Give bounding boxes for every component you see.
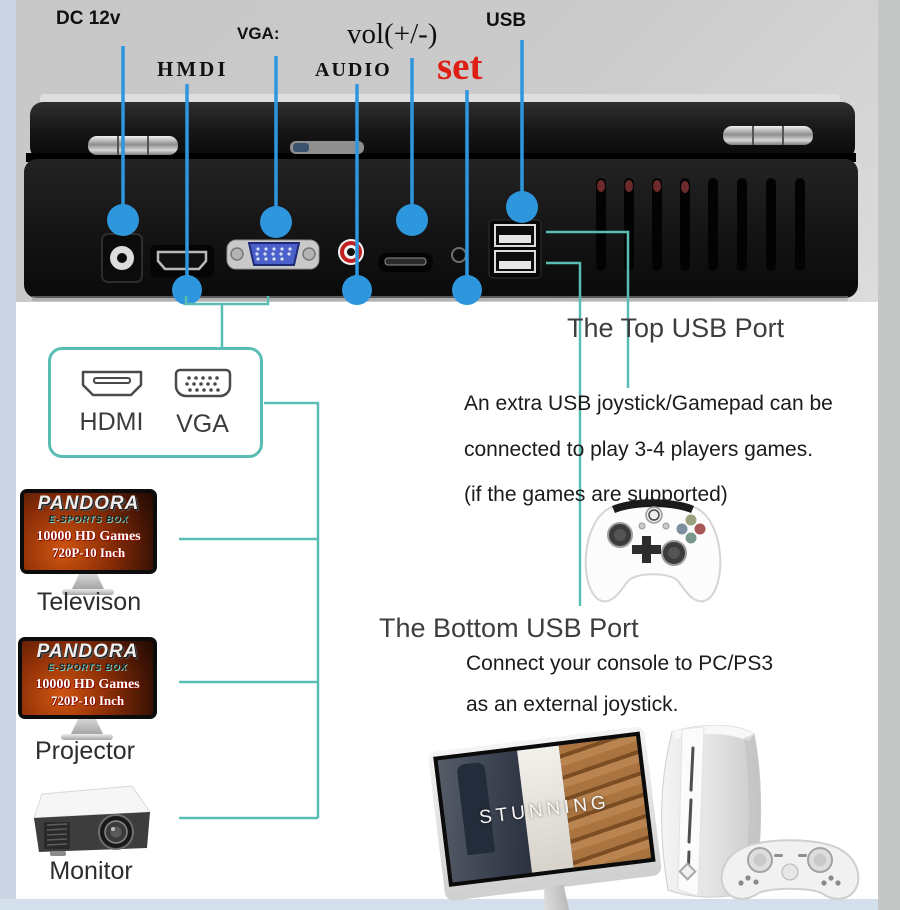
projector-label: Projector bbox=[34, 737, 136, 765]
bottom-usb-heading: The Bottom USB Port bbox=[379, 613, 639, 643]
gamepad-image bbox=[720, 839, 860, 900]
legend-vga: VGA bbox=[172, 367, 234, 439]
pandora-logo: PANDORA bbox=[37, 493, 140, 514]
television-screen: PANDORA E-SPORTS BOX 10000 HD Games 720P… bbox=[24, 493, 153, 570]
projector-stand-neck bbox=[70, 719, 104, 736]
port-label-vga: VGA: bbox=[237, 24, 280, 43]
hdmi-icon bbox=[81, 370, 142, 396]
television-image: PANDORA E-SPORTS BOX 10000 HD Games 720P… bbox=[20, 489, 157, 574]
hdmi-vga-legend-box: HDMI VGA bbox=[48, 347, 263, 458]
resolution-text: 720P-10 Inch bbox=[51, 545, 126, 560]
port-label-hdmi: HMDI bbox=[157, 57, 229, 81]
legend-branch-trunk bbox=[264, 401, 320, 818]
monitor-device-image bbox=[33, 785, 151, 856]
games-count-text: 10000 HD Games bbox=[36, 529, 141, 544]
bottom-usb-line1: Connect your console to PC/PS3 bbox=[466, 652, 774, 675]
resolution-text: 720P-10 Inch bbox=[50, 693, 125, 708]
top-usb-line1: An extra USB joystick/Gamepad can be bbox=[464, 392, 833, 415]
pc-monitor-display: STUNNING bbox=[433, 731, 656, 887]
vga-icon bbox=[174, 368, 231, 397]
projector-image: PANDORA E-SPORTS BOX 10000 HD Games 720P… bbox=[18, 637, 157, 719]
legend-hdmi-label: HDMI bbox=[79, 407, 144, 436]
esports-subtitle: E-SPORTS BOX bbox=[47, 662, 128, 672]
port-label-volume: vol(+/-) bbox=[347, 18, 438, 50]
top-usb-heading: The Top USB Port bbox=[567, 313, 785, 343]
right-edge-strip bbox=[878, 0, 900, 910]
pc-monitor-stand-neck bbox=[541, 885, 571, 910]
left-edge-strip bbox=[0, 0, 16, 910]
pandora-logo: PANDORA bbox=[36, 641, 139, 662]
port-label-dc: DC 12v bbox=[56, 8, 121, 29]
projector-screen: PANDORA E-SPORTS BOX 10000 HD Games 720P… bbox=[22, 641, 153, 715]
port-label-usb: USB bbox=[486, 10, 527, 31]
television-stand-neck bbox=[71, 574, 105, 591]
projector-stand-base bbox=[61, 734, 113, 740]
legend-hdmi: HDMI bbox=[78, 369, 146, 437]
television-label: Televison bbox=[36, 588, 142, 616]
monitor-label: Monitor bbox=[49, 857, 133, 885]
bottom-usb-line2: as an external joystick. bbox=[466, 693, 679, 716]
pc-monitor-frame: STUNNING bbox=[427, 725, 663, 902]
games-count-text: 10000 HD Games bbox=[35, 677, 140, 692]
pc-monitor-image: STUNNING bbox=[427, 725, 675, 910]
legend-vga-label: VGA bbox=[176, 409, 229, 438]
esports-subtitle: E-SPORTS BOX bbox=[48, 514, 129, 524]
pc-monitor-picture: STUNNING bbox=[437, 735, 652, 883]
television-stand-base bbox=[62, 589, 114, 595]
xbox-controller-image bbox=[584, 499, 722, 603]
top-usb-line2: connected to play 3-4 players games. bbox=[464, 438, 814, 461]
bottom-edge-strip bbox=[0, 899, 878, 910]
teal-connectors bbox=[179, 230, 630, 820]
port-label-audio: AUDIO bbox=[315, 59, 392, 81]
port-label-set: set bbox=[437, 45, 483, 88]
